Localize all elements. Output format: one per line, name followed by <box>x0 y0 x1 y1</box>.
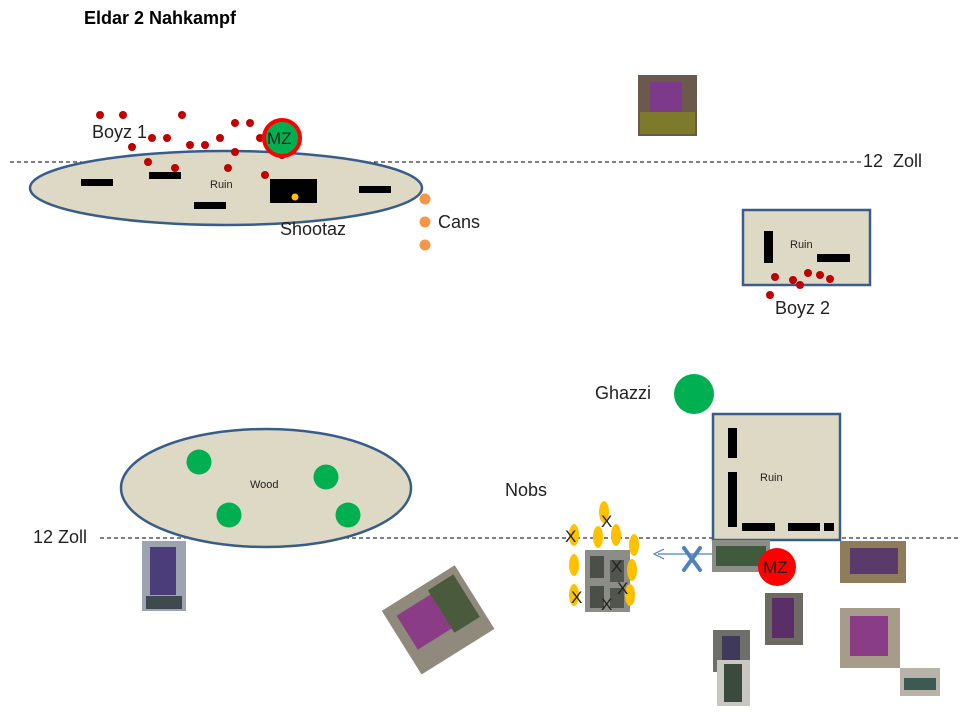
ruin-wall <box>788 523 820 531</box>
nobs-label: Nobs <box>505 480 548 500</box>
ruin-wall <box>764 231 773 263</box>
bottom-12-zoll-label: 12 Zoll <box>33 527 88 547</box>
page-title: Eldar 2 Nahkampf <box>84 8 237 28</box>
mini-photo-vehicle <box>840 541 906 583</box>
casualty-mark: X <box>565 527 577 546</box>
ruin-wall <box>824 523 834 531</box>
boyz2-label: Boyz 2 <box>775 298 831 318</box>
objective-label-top: MZ <box>267 129 292 148</box>
mini-photo-farseer <box>717 660 750 706</box>
blocked-x-icon <box>682 546 702 572</box>
ruin-label-top-left: Ruin <box>210 179 233 191</box>
mini-photo-top-center <box>638 75 697 136</box>
mini-photo-avatar <box>840 608 900 668</box>
ruin-wall <box>194 202 226 209</box>
mini-photo-jetbikes <box>900 668 940 696</box>
mini-photo-rotated <box>381 565 495 675</box>
mini-photo-wraithlord <box>142 541 186 611</box>
wood-trees <box>186 449 361 528</box>
shootaz-label: Shootaz <box>280 219 347 239</box>
ghazzi-label: Ghazzi <box>595 383 652 403</box>
ruin-wall <box>359 186 391 193</box>
move-arrowhead <box>652 548 665 560</box>
casualty-mark: X <box>611 557 623 576</box>
cans-unit <box>419 193 431 251</box>
objective-marker-bottom <box>758 548 796 586</box>
ruin-wall <box>81 179 113 186</box>
ruin-wall <box>728 472 737 527</box>
casualty-mark: X <box>601 595 613 614</box>
ghazzi-model <box>674 374 714 414</box>
boyz2-unit <box>766 269 834 299</box>
cans-label: Cans <box>438 212 481 232</box>
ruin-area-top-left <box>28 149 424 227</box>
ruin-wall <box>742 523 775 531</box>
top-12-zoll-label: 12 Zoll <box>863 151 923 171</box>
ruin-label-top-right: Ruin <box>790 239 813 251</box>
casualty-mark: X <box>617 579 629 598</box>
nobs-photo <box>585 550 630 612</box>
ruin-wall <box>149 172 181 179</box>
wood-label: Wood <box>250 479 279 491</box>
ruin-wall <box>728 428 737 458</box>
casualty-mark: X <box>601 512 613 531</box>
boyz1-label: Boyz 1 <box>92 122 148 142</box>
nobs-unit <box>569 501 639 606</box>
objective-marker-top <box>262 118 302 158</box>
mini-photo-warlock <box>765 593 803 645</box>
ruin-label-bottom-right: Ruin <box>760 472 783 484</box>
shootaz-marker <box>291 193 299 201</box>
casualty-mark: X <box>571 588 583 607</box>
objective-label-bottom: MZ <box>763 558 788 577</box>
ruin-wall <box>817 254 850 262</box>
